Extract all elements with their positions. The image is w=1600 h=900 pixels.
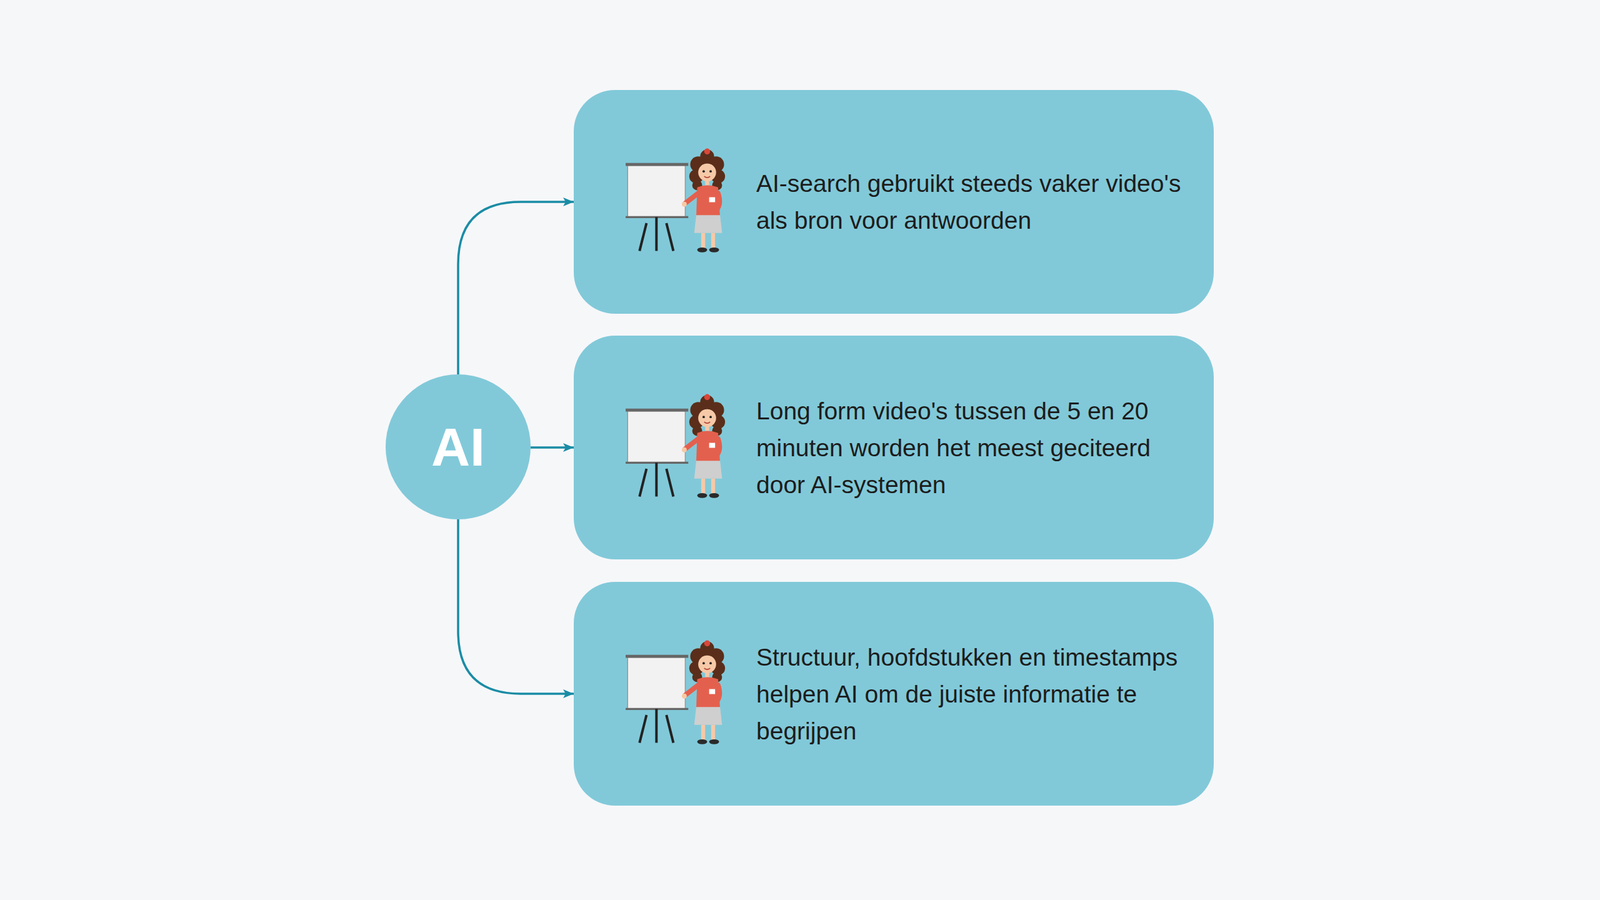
box-text: Structuur, hoofdstukken en timestamps he… [756,638,1183,750]
connector-arrow [530,446,574,449]
ai-circle: AI [385,374,531,520]
presenter-illustration [625,639,735,749]
connector-arrow [458,201,574,375]
box-text: Long form video's tussen de 5 en 20 minu… [756,392,1183,504]
presenter-illustration [625,393,735,503]
connector-arrow [458,519,574,694]
presenter-illustration [625,147,735,257]
box-text: AI-search gebruikt steeds vaker video's … [756,165,1183,239]
circle-label: AI [431,420,485,474]
